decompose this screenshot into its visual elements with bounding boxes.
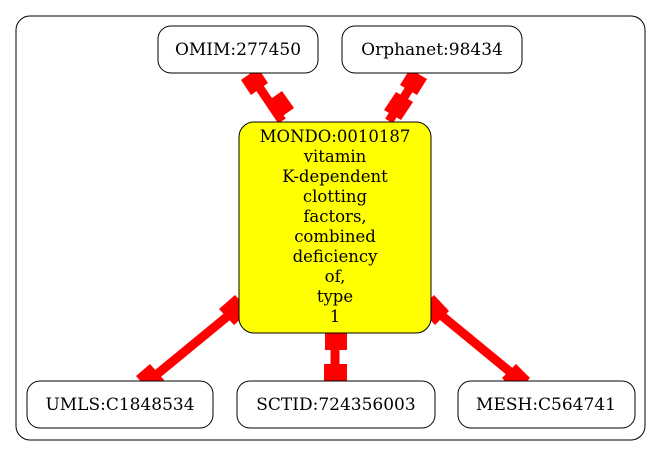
edge-orphanet bbox=[384, 69, 427, 124]
edge-omim bbox=[241, 68, 294, 124]
center-node-label-line: type bbox=[317, 287, 353, 306]
center-node-label-line: combined bbox=[294, 227, 376, 246]
node-orphanet[interactable]: Orphanet:98434 bbox=[341, 25, 523, 74]
node-omim-label: OMIM:277450 bbox=[175, 40, 301, 60]
node-mesh[interactable]: MESH:C564741 bbox=[457, 380, 636, 429]
edge-mesh bbox=[420, 295, 530, 392]
node-umls[interactable]: UMLS:C1848534 bbox=[26, 380, 214, 429]
node-orphanet-label: Orphanet:98434 bbox=[361, 40, 503, 60]
center-node-label-line: deficiency bbox=[293, 247, 378, 266]
center-node-label-line: of, bbox=[325, 267, 346, 286]
cluster-border bbox=[15, 15, 646, 441]
edge-sctid bbox=[324, 327, 347, 386]
center-node-label-line: factors, bbox=[303, 207, 366, 226]
center-node-label: MONDO:0010187vitaminK-dependentclottingf… bbox=[260, 127, 411, 326]
center-node-label-line: 1 bbox=[330, 307, 341, 326]
node-mesh-label: MESH:C564741 bbox=[476, 395, 616, 415]
node-center[interactable]: MONDO:0010187vitaminK-dependentclottingf… bbox=[238, 121, 432, 334]
node-umls-label: UMLS:C1848534 bbox=[45, 395, 194, 415]
node-sctid[interactable]: SCTID:724356003 bbox=[236, 380, 436, 429]
edge-umls bbox=[136, 295, 250, 392]
node-sctid-label: SCTID:724356003 bbox=[256, 395, 415, 415]
node-omim[interactable]: OMIM:277450 bbox=[157, 25, 319, 74]
center-node-label-line: MONDO:0010187 bbox=[260, 127, 411, 146]
center-node-label-line: K-dependent bbox=[282, 167, 388, 186]
center-node-label-line: vitamin bbox=[303, 147, 367, 166]
center-node-label-line: clotting bbox=[303, 187, 368, 206]
